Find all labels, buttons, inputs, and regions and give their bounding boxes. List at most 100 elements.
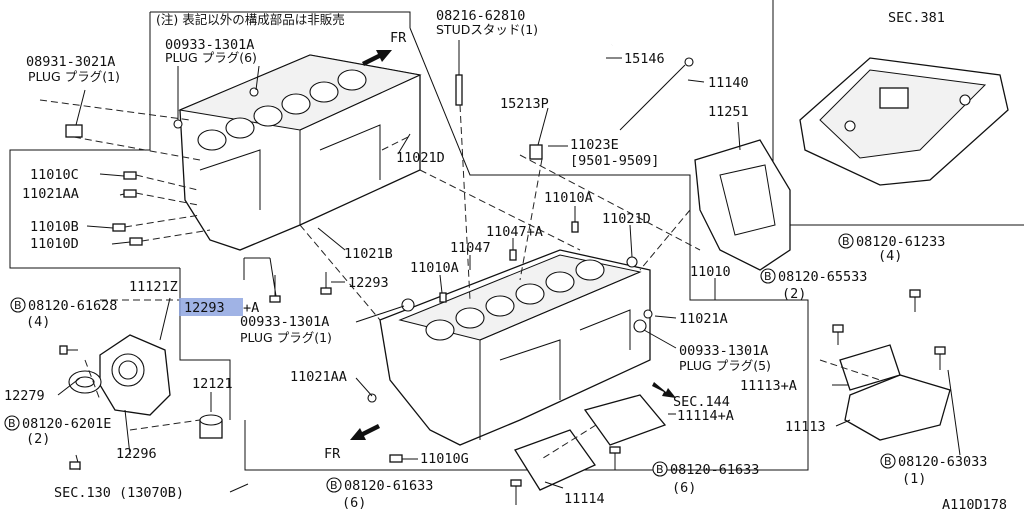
label-08931-name: PLUG プラグ(1) — [28, 69, 120, 84]
svg-text:B: B — [330, 479, 338, 492]
label-11021b: 11021B — [344, 246, 393, 262]
bolt-label-63033: B 08120-63033 (1) — [880, 453, 987, 487]
sec144-arrow — [652, 382, 676, 398]
svg-text:08120-61628: 08120-61628 — [28, 298, 117, 314]
label-00933b-name: PLUG プラグ(1) — [240, 330, 332, 345]
label-00933c: 00933-1301A — [679, 343, 768, 359]
label-11021aa-b: 11021AA — [290, 369, 347, 385]
oil-level-gauge-tube[interactable] — [569, 44, 613, 141]
fr-arrow-top: FR — [362, 30, 407, 66]
label-11047: 11047 — [450, 240, 491, 256]
label-11113a: 11113+A — [740, 378, 797, 394]
diagram-code: A110D178 — [942, 497, 1007, 511]
baffle-plate-11114a[interactable] — [583, 394, 667, 446]
label-00933a-name: PLUG プラグ(6) — [165, 50, 257, 65]
label-sec130: SEC.130 (13070B) — [54, 485, 184, 501]
dashed-leaders — [39, 99, 881, 461]
highlight-suffix: +A — [243, 300, 259, 316]
label-sec381: SEC.381 — [888, 10, 945, 26]
label-11021d-a: 11021D — [396, 150, 445, 166]
label-12293: 12293 — [348, 275, 389, 291]
bolt-label-65533: B 08120-65533 (2) — [760, 268, 867, 302]
oil-level-gauge[interactable] — [619, 57, 694, 131]
label-00933a: 00933-1301A — [165, 37, 254, 53]
svg-text:FR: FR — [390, 30, 407, 46]
label-11010c: 11010C — [30, 167, 79, 183]
upper-cylinder-block[interactable] — [173, 54, 422, 251]
svg-text:B: B — [14, 299, 22, 312]
stud-bolt[interactable] — [455, 74, 463, 106]
label-12279: 12279 — [4, 388, 45, 404]
label-11121z: 11121Z — [129, 279, 178, 295]
label-11021a: 11021A — [679, 311, 728, 327]
svg-text:08120-65533: 08120-65533 — [778, 269, 867, 285]
svg-text:08120-61633: 08120-61633 — [670, 462, 759, 478]
bolt-label-61628: B 08120-61628 (4) — [10, 297, 117, 330]
bolts — [59, 272, 946, 505]
rear-oil-seal-retainer[interactable] — [99, 334, 171, 416]
label-11140: 11140 — [708, 75, 749, 91]
label-11114a: 11114+A — [677, 408, 734, 424]
svg-text:B: B — [884, 455, 892, 468]
label-08216: 08216-62810 — [436, 8, 525, 24]
label-11010g: 11010G — [420, 451, 469, 467]
label-08931: 08931-3021A — [26, 54, 115, 70]
connector-15213p[interactable] — [529, 144, 543, 160]
svg-text:(4): (4) — [878, 248, 902, 264]
svg-text:B: B — [842, 235, 850, 248]
svg-text:(6): (6) — [672, 480, 696, 496]
plug-circles — [367, 256, 653, 403]
label-11010b: 11010B — [30, 219, 79, 235]
label-11010d: 11010D — [30, 236, 79, 252]
baffle-plate-11114[interactable] — [514, 429, 596, 491]
svg-text:(6): (6) — [342, 495, 366, 511]
svg-text:FR: FR — [324, 446, 341, 462]
plug-08931[interactable] — [65, 124, 83, 138]
bolt-label-61633-left: B 08120-61633 (6) — [326, 477, 433, 511]
svg-text:08120-61233: 08120-61233 — [856, 234, 945, 250]
label-00933c-name: PLUG プラグ(5) — [679, 358, 771, 373]
svg-text:08120-6201E: 08120-6201E — [22, 416, 111, 432]
bolt-label-6201e: B 08120-6201E (2) — [4, 415, 111, 447]
note-text: (注) 表記以外の構成部品は非販売 — [156, 12, 345, 27]
rear-oil-seal[interactable] — [68, 370, 102, 394]
label-11251: 11251 — [708, 104, 749, 120]
label-sec144: SEC.144 — [673, 394, 730, 410]
solid-leaders — [57, 40, 961, 489]
label-11023e-date: [9501-9509] — [570, 153, 659, 169]
svg-text:B: B — [764, 270, 772, 283]
svg-text:(4): (4) — [26, 314, 50, 330]
label-11010a-b: 11010A — [410, 260, 459, 276]
label-11010: 11010 — [690, 264, 731, 280]
svg-text:(1): (1) — [902, 471, 926, 487]
bolt-label-61233: B 08120-61233 (4) — [838, 233, 945, 264]
label-11047a: 11047+A — [486, 224, 543, 240]
upper-block-bores — [197, 69, 367, 151]
lower-cylinder-block[interactable] — [379, 249, 651, 446]
svg-text:08120-61633: 08120-61633 — [344, 478, 433, 494]
baffle-plate-11113[interactable] — [839, 344, 951, 441]
svg-text:B: B — [656, 463, 664, 476]
rear-plate[interactable] — [694, 139, 791, 271]
svg-text:(2): (2) — [26, 431, 50, 447]
svg-text:(2): (2) — [782, 286, 806, 302]
highlighted-part-12293a[interactable]: 12293 +A — [179, 298, 259, 316]
label-11023e: 11023E — [570, 137, 619, 153]
label-15213p: 15213P — [500, 96, 549, 112]
bolt-label-61633-right: B 08120-61633 (6) — [652, 461, 759, 496]
label-12121: 12121 — [192, 376, 233, 392]
label-15146: 15146 — [624, 51, 665, 67]
knock-sensor[interactable] — [199, 395, 223, 439]
lower-block-bores — [425, 259, 605, 341]
oil-pan[interactable] — [799, 57, 1009, 186]
label-11113: 11113 — [785, 419, 826, 435]
label-00933b: 00933-1301A — [240, 314, 329, 330]
label-11021aa-a: 11021AA — [22, 186, 79, 202]
label-11021d-b: 11021D — [602, 211, 651, 227]
svg-text:08120-63033: 08120-63033 — [898, 454, 987, 470]
fr-arrow-bottom: FR — [324, 424, 380, 462]
label-08216-name: STUDスタッド(1) — [436, 22, 538, 37]
label-11010a-a: 11010A — [544, 190, 593, 206]
